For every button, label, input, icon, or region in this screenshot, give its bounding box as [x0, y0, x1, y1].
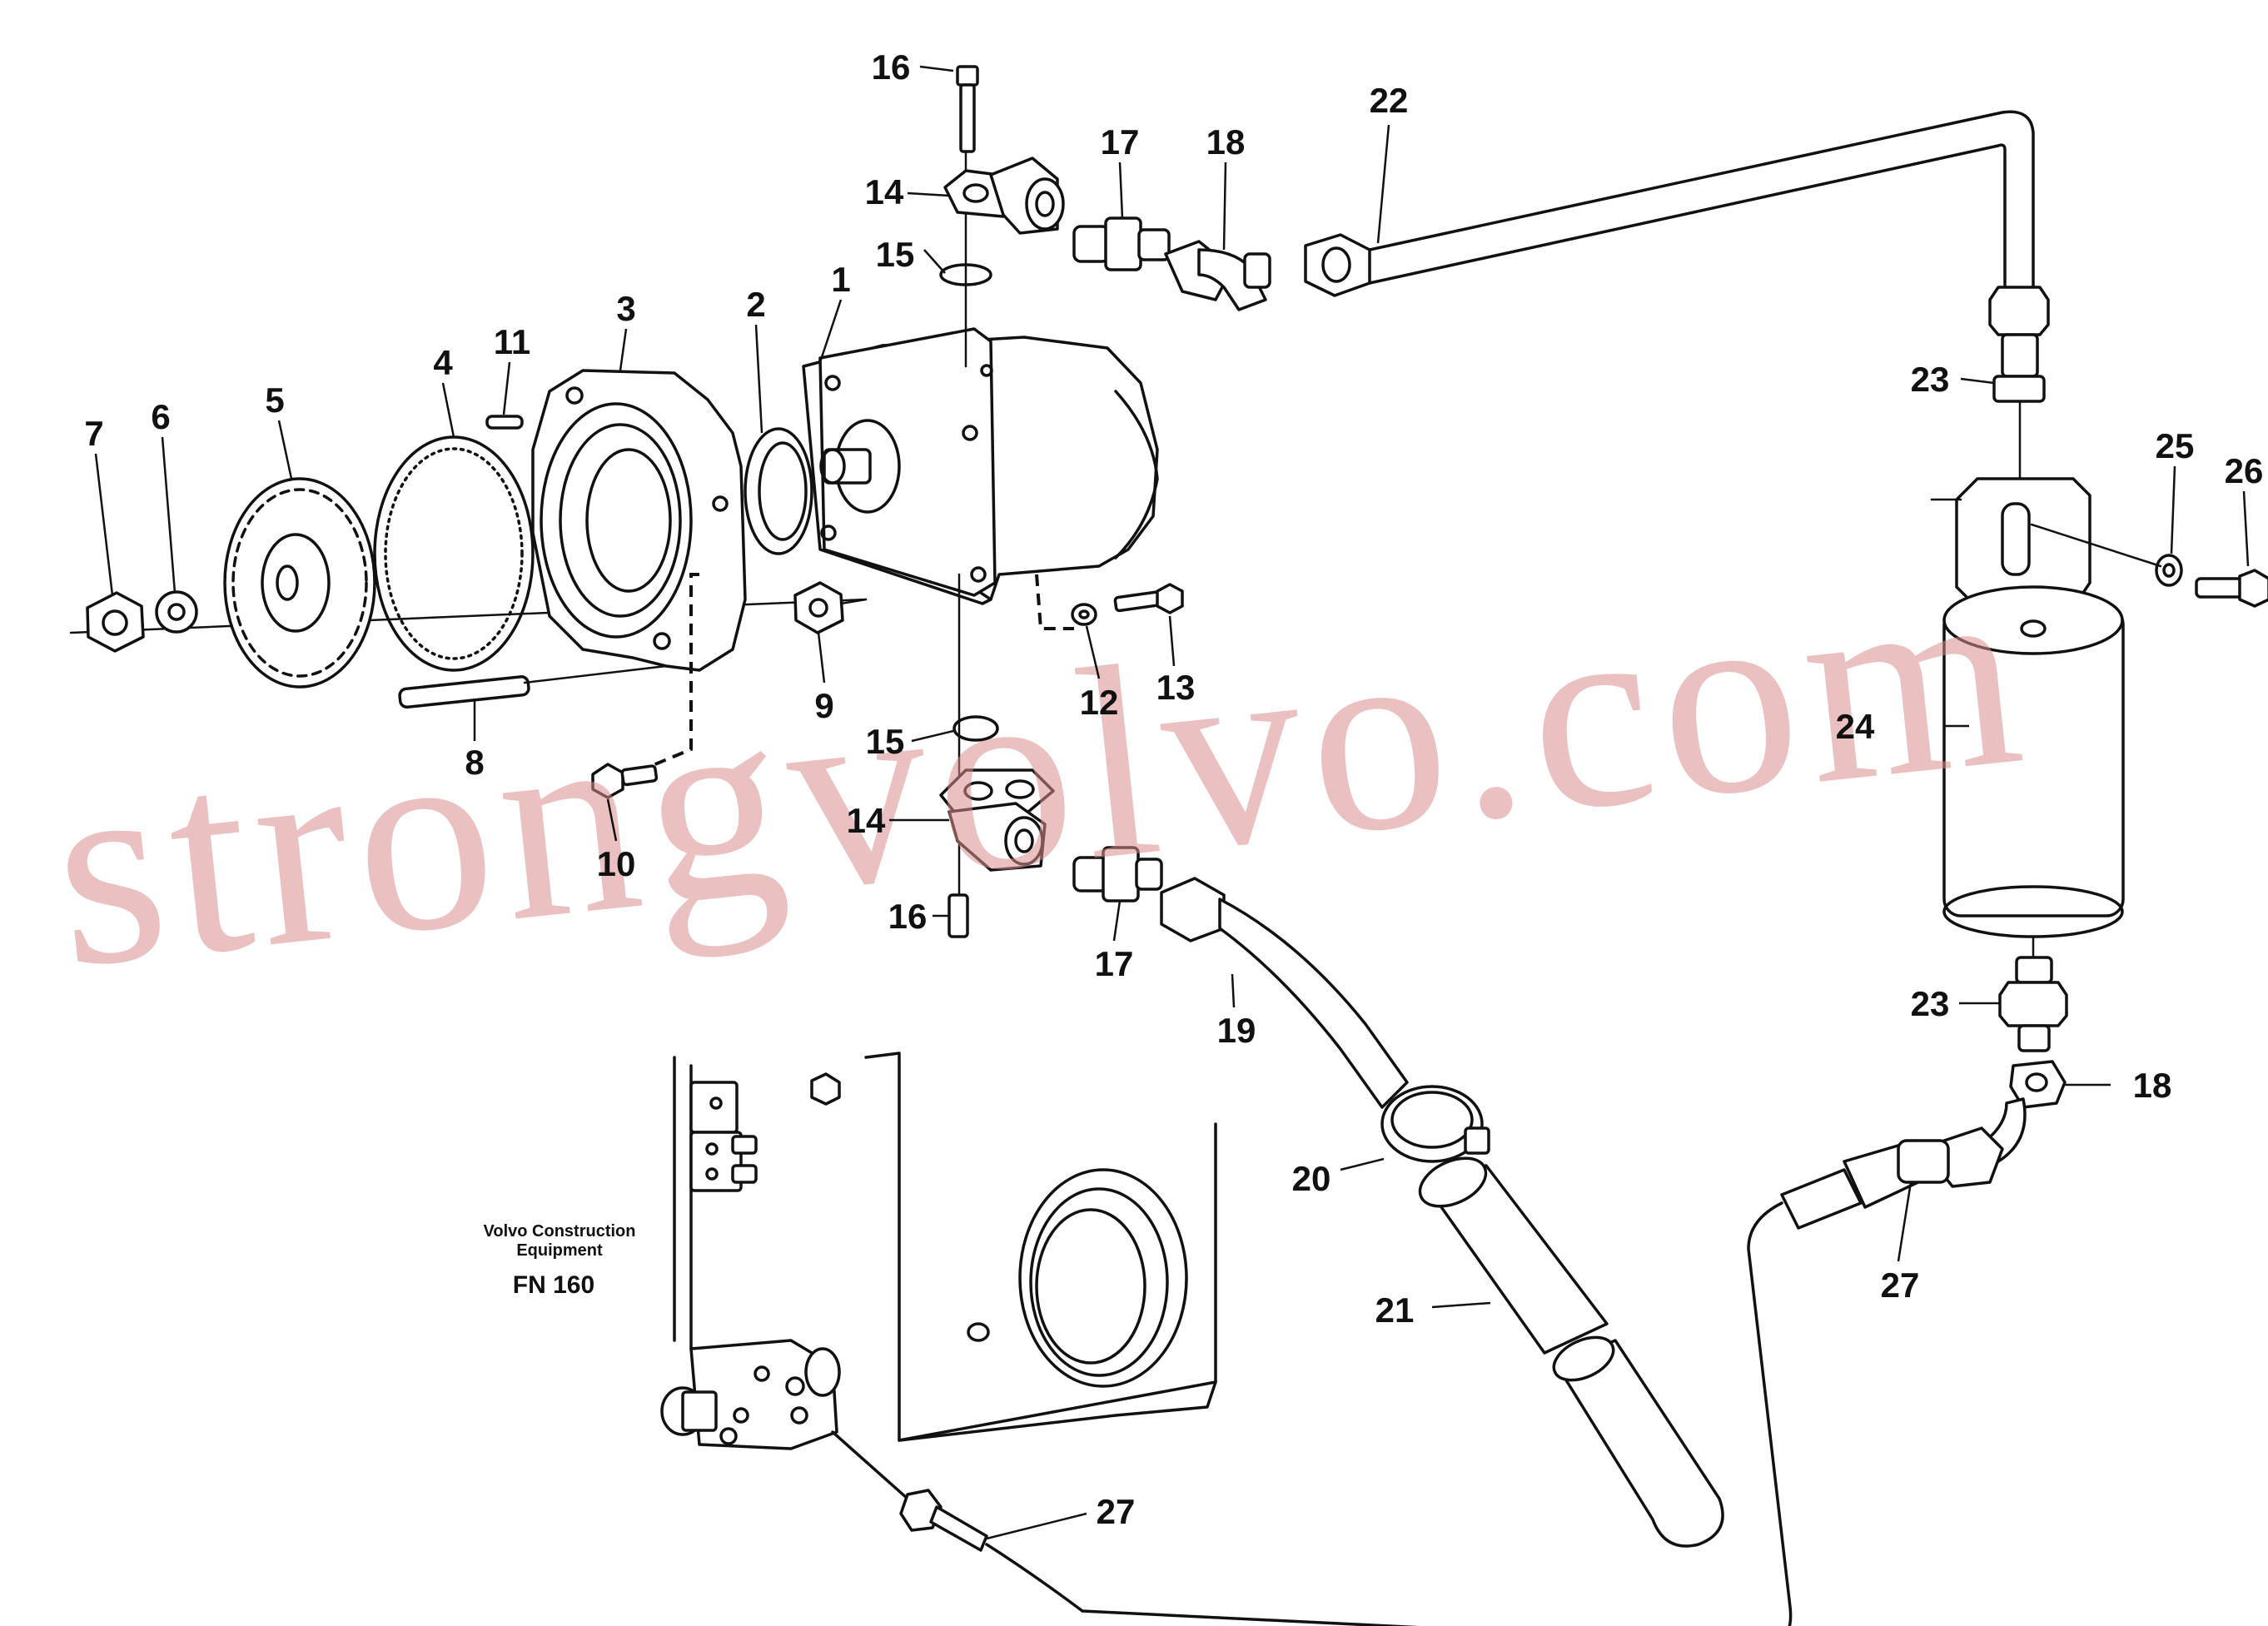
part-gasket-4 — [373, 435, 535, 672]
part-nut-9 — [793, 581, 844, 634]
part-fitting-17-upper — [1072, 216, 1171, 271]
callout-27-left: 27 — [1097, 1492, 1136, 1531]
callout-19: 19 — [1217, 1011, 1256, 1050]
callout-23-lower: 23 — [1911, 984, 1950, 1023]
caption-line-2: Equipment — [516, 1241, 603, 1260]
callout-7: 7 — [84, 414, 103, 453]
part-hose-27-right — [1081, 1139, 1950, 1626]
part-bolt-26 — [2195, 569, 2268, 608]
part-hose-27-left — [831, 1430, 1084, 1613]
callout-17-lower: 17 — [1095, 944, 1134, 983]
part-housing-3 — [531, 369, 747, 672]
part-gear-5 — [223, 477, 376, 689]
part-elbow-18-lower — [1934, 1060, 2067, 1188]
callout-18-lower: 18 — [2133, 1066, 2172, 1105]
dashed-path-bolt-10 — [640, 573, 699, 772]
callout-20: 20 — [1292, 1159, 1331, 1198]
part-fitting-23-lower — [1998, 956, 2068, 1052]
callout-26: 26 — [2225, 451, 2264, 490]
callout-12: 12 — [1080, 683, 1119, 722]
caption-line-1: Volvo Construction — [484, 1222, 636, 1241]
callout-18-upper: 18 — [1206, 122, 1246, 162]
callout-23-upper: 23 — [1911, 360, 1950, 399]
callout-14-upper: 14 — [865, 172, 904, 211]
part-bolt-13 — [1113, 583, 1184, 614]
part-hose-19 — [1160, 877, 1409, 1109]
part-bolt-10 — [591, 763, 659, 799]
part-elbow-18-upper — [1164, 240, 1271, 311]
callout-13: 13 — [1156, 668, 1196, 707]
part-hose-21 — [1418, 1156, 1724, 1548]
part-bolt-16-upper — [956, 65, 979, 153]
part-clamp-20 — [1380, 1085, 1490, 1163]
part-pin-11 — [485, 415, 524, 430]
part-stud-8 — [398, 664, 668, 709]
part-washer-25 — [2155, 554, 2183, 587]
callout-3: 3 — [616, 289, 635, 328]
figure-code: FN 160 — [513, 1271, 594, 1299]
part-fitting-17-lower — [1072, 846, 1163, 903]
part-valve-block — [660, 1339, 841, 1450]
part-tank-block — [673, 1052, 1217, 1442]
callout-14-lower: 14 — [847, 801, 886, 840]
part-pump-1 — [802, 327, 1159, 605]
callout-10: 10 — [597, 844, 636, 883]
callout-11: 11 — [494, 322, 530, 361]
callout-2: 2 — [746, 285, 765, 324]
callout-24: 24 — [1836, 707, 1875, 746]
callout-25: 25 — [2156, 426, 2195, 465]
part-fitting-23-upper — [1988, 286, 2050, 403]
callout-15-lower: 15 — [866, 722, 905, 761]
callout-6: 6 — [151, 397, 170, 436]
part-tube-22 — [1304, 110, 2035, 297]
part-filter-24 — [1942, 477, 2125, 938]
part-oring-15-upper — [939, 263, 992, 286]
part-nut-7 — [86, 591, 145, 653]
part-oring-2 — [744, 427, 813, 555]
part-flange-14-lower — [939, 768, 1055, 872]
callout-8: 8 — [465, 743, 484, 782]
callout-21: 21 — [1375, 1290, 1415, 1330]
part-flange-14-upper — [943, 157, 1065, 235]
part-washer-12 — [1071, 603, 1097, 626]
callout-4: 4 — [433, 343, 453, 382]
callout-27-right: 27 — [1881, 1265, 1920, 1305]
callout-16-lower: 16 — [888, 897, 928, 936]
part-lock-washer-6 — [155, 590, 198, 634]
callout-17-upper: 17 — [1101, 122, 1140, 162]
callout-16-upper: 16 — [872, 47, 911, 87]
callout-15-upper: 15 — [876, 235, 915, 274]
callout-22: 22 — [1370, 81, 1409, 120]
callout-5: 5 — [265, 380, 284, 420]
callout-1: 1 — [831, 260, 850, 299]
part-oring-15-lower — [952, 715, 999, 742]
callout-9: 9 — [814, 686, 833, 725]
